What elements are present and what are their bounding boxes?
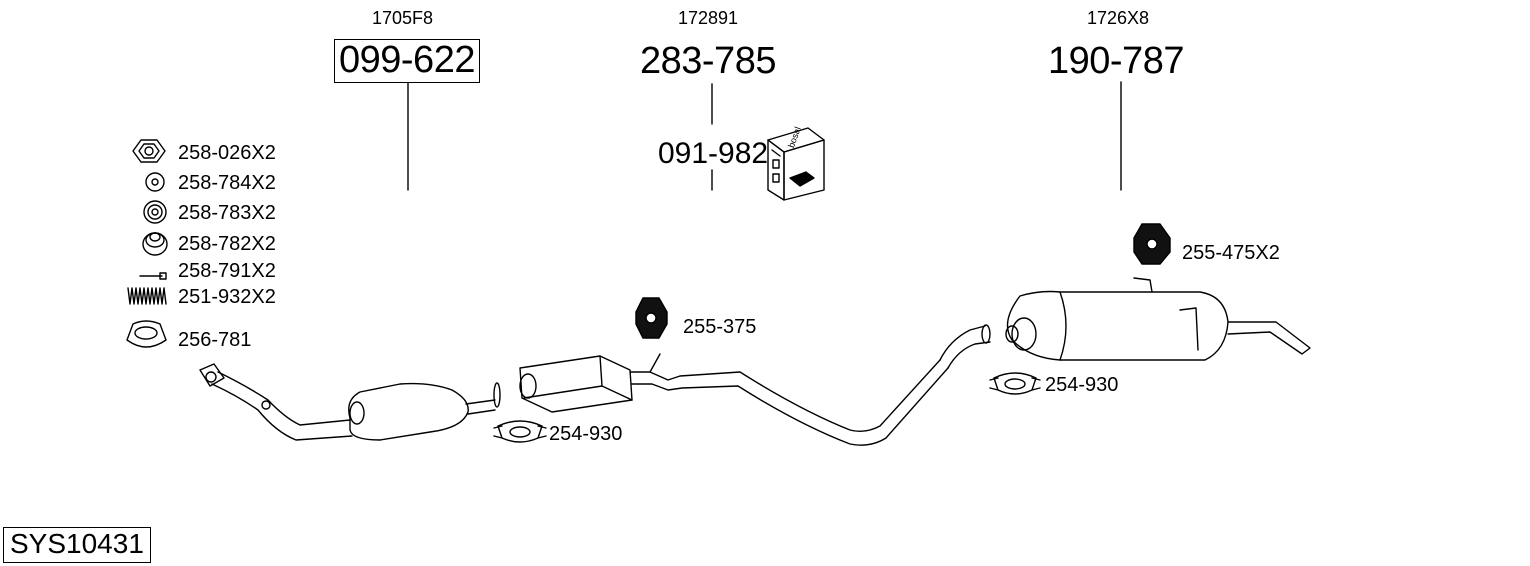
kit-part-number[interactable]: 091-982 [658,137,769,170]
coil-spring-icon [127,287,167,305]
fitting-label[interactable]: 256-781 [178,329,252,351]
clamp-icon-2 [989,372,1041,395]
oe-number: 1705F8 [372,8,434,28]
fitting-label[interactable]: 258-026X2 [178,142,276,164]
gasket-ring-icon [126,320,167,348]
part-number-099-622[interactable]: 099-622 [334,39,480,83]
washer-icon [145,172,165,192]
fitting-label[interactable]: 258-791X2 [178,260,276,282]
nut-icon [132,139,166,163]
system-code: SYS10431 [3,527,151,563]
front-pipe-catalyst [199,363,501,441]
clamp-icon-1 [493,420,547,443]
clamp-label[interactable]: 254-930 [1045,374,1119,396]
bolt-icon [139,272,167,280]
clamp-label[interactable]: 254-930 [549,423,623,445]
fitting-label[interactable]: 251-932X2 [178,286,276,308]
rubber-mount-icon-255-375 [635,297,668,339]
rubber-mount-icon-255-475 [1133,223,1171,265]
oe-number: 1726X8 [1087,8,1150,28]
kit-box-icon [767,127,825,201]
mount-label[interactable]: 255-475X2 [1182,242,1280,264]
middle-silencer [519,324,991,446]
fitting-label[interactable]: 258-783X2 [178,202,276,224]
oe-number: 172891 [678,8,739,28]
fitting-label[interactable]: 258-782X2 [178,233,276,255]
fitting-label[interactable]: 258-784X2 [178,172,276,194]
mount-label[interactable]: 255-375 [683,316,757,338]
spring-washer-icon [143,200,167,224]
part-number-283-785[interactable]: 283-785 [640,40,776,82]
cone-spring-icon [142,232,168,256]
rear-silencer [1005,277,1311,361]
part-number-190-787[interactable]: 190-787 [1048,40,1184,82]
